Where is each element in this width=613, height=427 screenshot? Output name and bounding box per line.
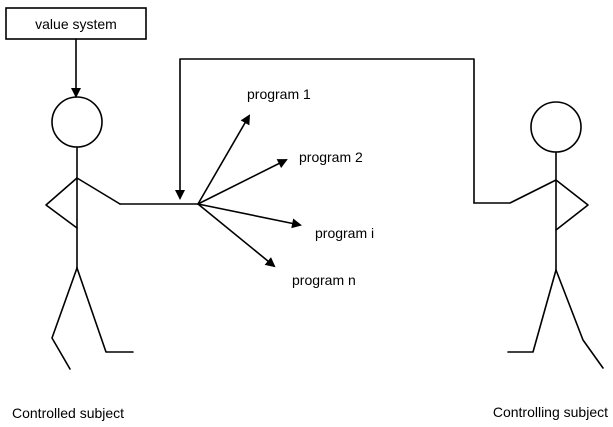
controlled-left-arm <box>45 177 78 229</box>
program-2-label: program 2 <box>299 149 363 165</box>
program-i-arrow <box>197 203 302 229</box>
program-2-arrow <box>197 159 288 205</box>
value-system-label: value system <box>35 16 117 32</box>
controlling-right-arm <box>555 179 589 231</box>
controlling-right-leg <box>555 269 604 369</box>
program-1-arrow <box>197 114 251 205</box>
controlling-left-leg <box>507 269 557 353</box>
program-i-label: program i <box>315 225 374 241</box>
controlled-subject-figure <box>45 96 134 370</box>
control-feedback-arrow <box>175 58 475 204</box>
program-n-label: program n <box>292 272 356 288</box>
controlling-subject-label: Controlling subject <box>493 404 608 420</box>
controlled-right-leg <box>76 267 134 353</box>
program-n-arrow <box>197 203 276 268</box>
controlled-right-arm <box>76 177 121 205</box>
controlling-subject-figure <box>473 101 604 369</box>
value-system-box: value system <box>5 7 147 40</box>
controlling-left-arm <box>473 179 557 204</box>
controlled-head <box>51 96 103 148</box>
program-1-label: program 1 <box>247 86 311 102</box>
controlling-head <box>530 101 582 153</box>
controlled-left-leg <box>51 267 78 370</box>
controlled-subject-label: Controlled subject <box>12 405 124 421</box>
